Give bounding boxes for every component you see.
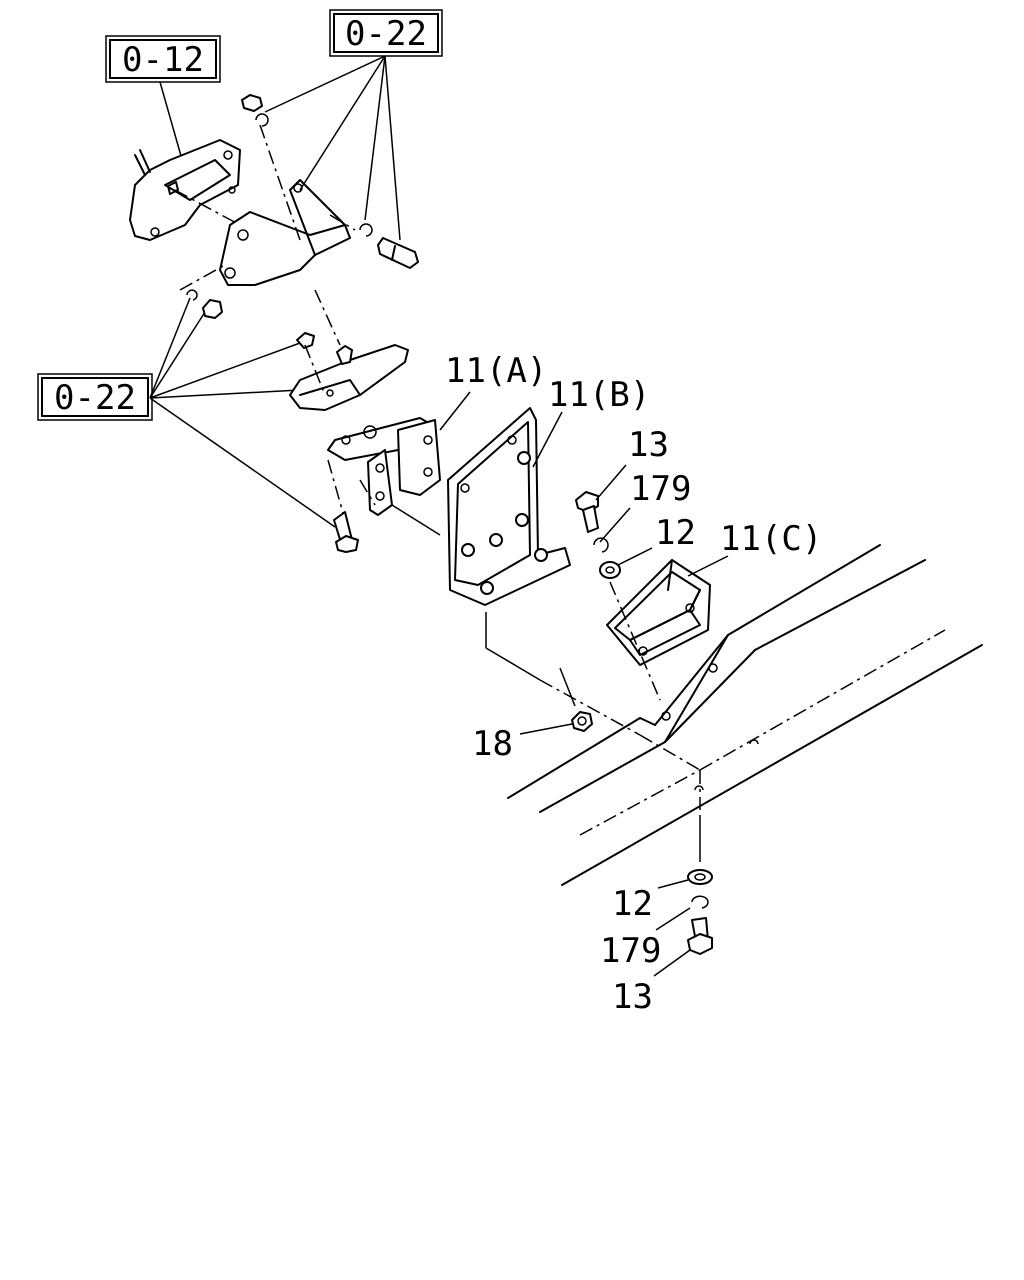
callout-11b[interactable]: 11(B) (532, 375, 650, 468)
engine-flange (129, 139, 241, 241)
callout-13-top[interactable]: 13 (595, 425, 669, 501)
ref-box-0-12[interactable]: 0-12 (105, 35, 221, 83)
callout-label-179-bottom: 179 (600, 931, 661, 971)
frame-rail (507, 544, 983, 886)
ref-label-0-12: 0-12 (122, 40, 204, 80)
callout-18[interactable]: 18 (472, 723, 573, 764)
callout-13-bottom[interactable]: 13 (612, 949, 691, 1017)
reference-leaders (149, 55, 401, 528)
bolt-lower-left (333, 511, 359, 553)
ref-label-0-22-top: 0-22 (345, 14, 427, 54)
upper-bolt-set (575, 491, 621, 579)
ref-label-0-22-left: 0-22 (54, 378, 136, 418)
callout-12-bottom[interactable]: 12 (612, 879, 689, 924)
callout-label-12-bottom: 12 (612, 884, 653, 924)
ref-box-0-22-left[interactable]: 0-22 (37, 373, 153, 421)
callout-11a[interactable]: 11(A) (439, 351, 547, 431)
callout-11c[interactable]: 11(C) (687, 519, 822, 577)
callout-12-top[interactable]: 12 (617, 513, 696, 566)
ref-box-0-22-top[interactable]: 0-22 (329, 9, 443, 57)
callout-label-13-bottom: 13 (612, 977, 653, 1017)
lower-bolt-set (687, 869, 713, 955)
callout-label-11b: 11(B) (548, 375, 650, 415)
callout-label-12-top: 12 (655, 513, 696, 553)
callout-179-bottom[interactable]: 179 (600, 907, 691, 971)
bracket-11b (447, 407, 571, 606)
callout-label-18: 18 (472, 724, 513, 764)
callout-179-top[interactable]: 179 (599, 469, 691, 543)
callout-label-179-top: 179 (630, 469, 691, 509)
assembly-center-lines (485, 581, 701, 862)
bracket-11c (606, 559, 711, 666)
bracket-11a (327, 417, 441, 536)
upper-mount-bracket (219, 179, 351, 286)
upper-fasteners (179, 94, 419, 319)
callout-label-11a: 11(A) (445, 351, 547, 391)
rubber-mount (289, 289, 409, 411)
callout-label-11c: 11(C) (720, 519, 822, 559)
callout-label-13-top: 13 (628, 425, 669, 465)
nut-18 (571, 711, 593, 732)
